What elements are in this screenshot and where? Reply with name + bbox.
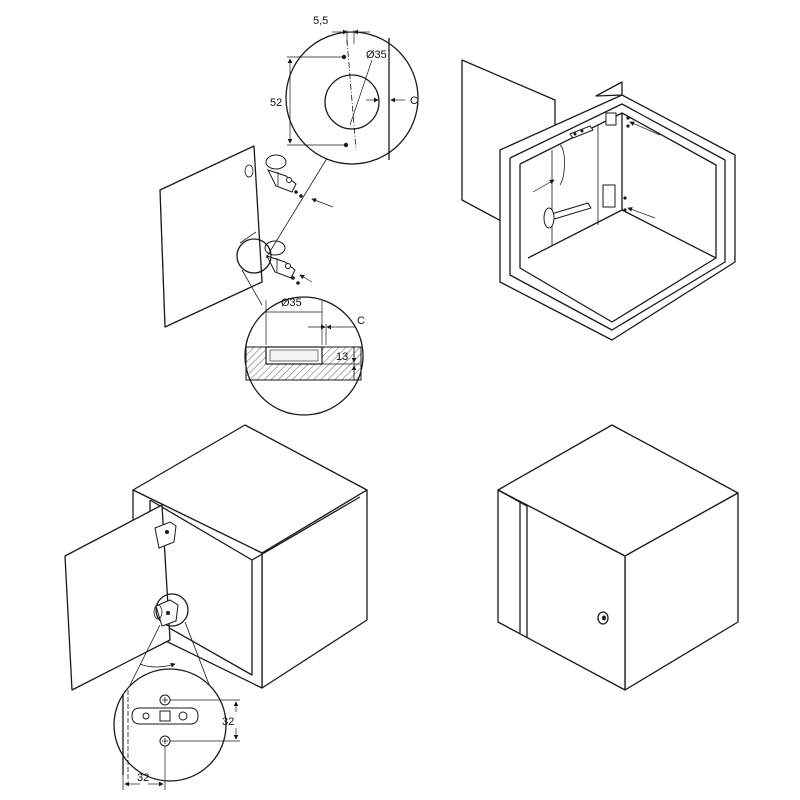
insert-arrow-upper <box>311 198 334 208</box>
detail-mounting-plate-circle <box>113 668 227 782</box>
lower-hinge-icon <box>264 240 296 279</box>
knob-icon <box>597 611 609 625</box>
closed-cabinet-left <box>497 489 626 691</box>
dim-section-clearance-label: C <box>357 315 365 327</box>
dim-clearance-label: C <box>410 95 418 107</box>
swing-arrow <box>139 662 176 668</box>
step-1-drilling: 5,5 Ø35 52 C Ø35 C 13 <box>159 15 419 416</box>
dim-height-label: 52 <box>270 97 282 109</box>
insert-arrow-lower <box>299 274 313 283</box>
detail-callout-circle <box>236 238 272 274</box>
door-hinge-lower-icon <box>153 593 189 627</box>
upper-hinge-icon <box>265 154 297 193</box>
step-2-mount-hinges <box>461 59 736 341</box>
cup-hole-top <box>244 164 254 178</box>
dim-offset-label: 5,5 <box>313 15 328 27</box>
door-edge <box>159 189 166 328</box>
door-swing <box>64 504 171 691</box>
insert-arrow-cab-lower <box>627 207 656 219</box>
door-panel <box>159 145 263 328</box>
dim-plate-vertical-label: 32 <box>222 716 234 728</box>
door-hinge-upper-icon <box>154 521 177 549</box>
dim-depth-label: 13 <box>336 351 348 363</box>
step-3-attach-door: 32 32 <box>64 424 368 790</box>
dim-section-diameter-label: Ø35 <box>281 297 302 309</box>
step-4-finished <box>497 424 739 691</box>
cabinet-hinge-lower-icon <box>543 184 616 229</box>
cabinet-hinge-upper-icon <box>559 112 617 186</box>
dim-cup-diameter-label: Ø35 <box>366 49 387 61</box>
mounting-plate-icon <box>131 694 199 747</box>
insert-arrow-cab-upper <box>629 121 661 136</box>
dim-plate-horizontal-label: 32 <box>137 772 149 784</box>
cup-bore-icon <box>324 74 380 130</box>
